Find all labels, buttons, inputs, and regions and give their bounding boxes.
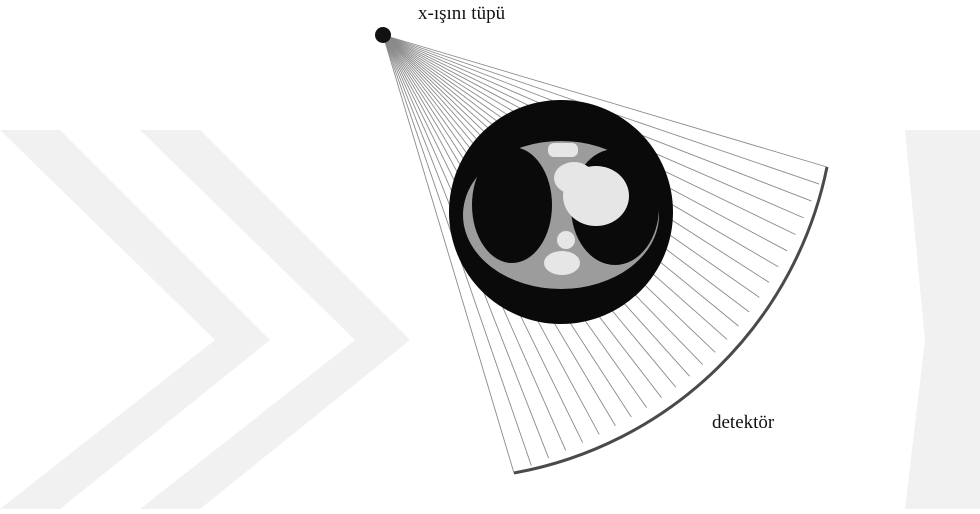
chest-ct-cross-section-icon — [449, 100, 673, 324]
sternum — [548, 143, 578, 157]
descending-aorta — [557, 231, 575, 249]
x-ray-tube-icon — [375, 27, 391, 43]
watermark-chevron-right — [140, 130, 410, 509]
detector-label: detektör — [712, 413, 774, 432]
left-lung — [472, 147, 552, 263]
spine — [544, 251, 580, 275]
aorta — [554, 162, 594, 194]
watermark-chevron-edge — [905, 130, 980, 509]
tube-label: x-ışını tüpü — [418, 4, 505, 23]
